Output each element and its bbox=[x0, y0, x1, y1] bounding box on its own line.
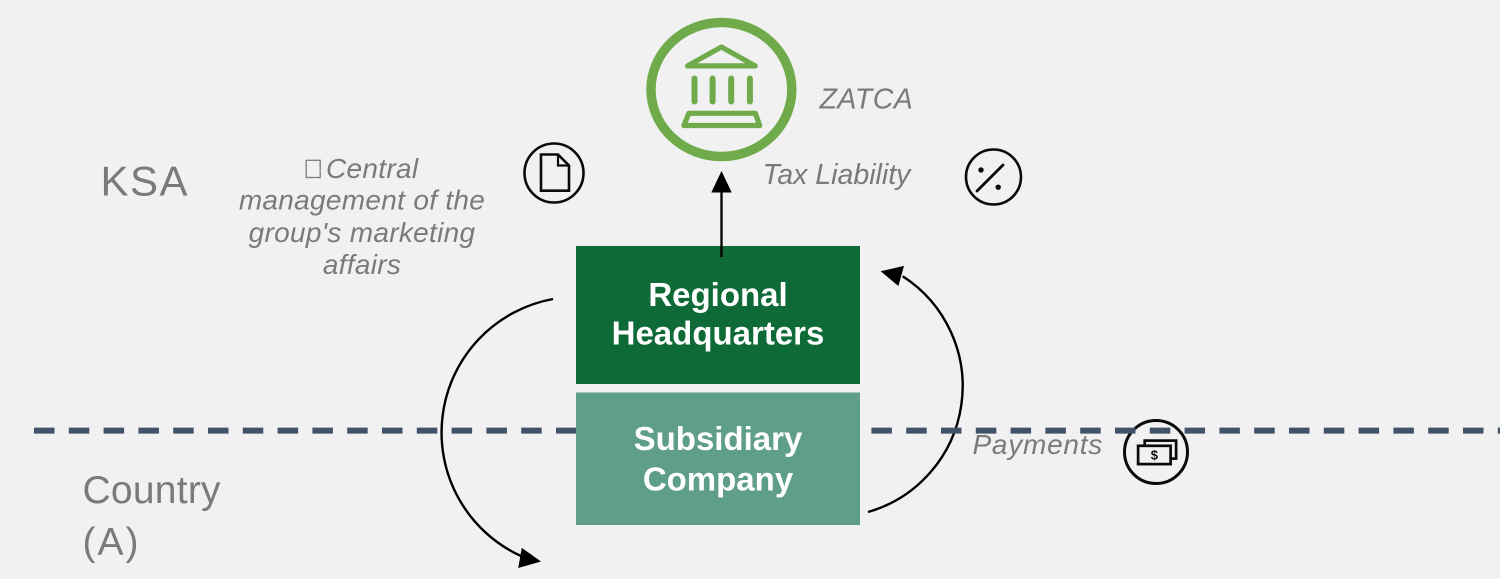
svg-text:Central: Central bbox=[326, 153, 419, 184]
svg-text:KSA: KSA bbox=[101, 158, 190, 205]
svg-text:Payments: Payments bbox=[973, 429, 1104, 460]
svg-text:Tax Liability: Tax Liability bbox=[763, 159, 913, 191]
svg-text:Country: Country bbox=[83, 469, 222, 512]
svg-text:ZATCA: ZATCA bbox=[819, 84, 914, 116]
svg-text:Headquarters: Headquarters bbox=[612, 315, 825, 352]
svg-text:$: $ bbox=[1151, 448, 1159, 463]
svg-text:Subsidiary: Subsidiary bbox=[634, 420, 803, 457]
svg-text:affairs: affairs bbox=[323, 249, 401, 280]
svg-text:management of the: management of the bbox=[239, 184, 485, 215]
svg-text:Company: Company bbox=[643, 461, 794, 498]
svg-text:Regional: Regional bbox=[648, 276, 787, 313]
svg-text:(A): (A) bbox=[83, 521, 141, 564]
svg-text:group's marketing: group's marketing bbox=[249, 217, 476, 248]
